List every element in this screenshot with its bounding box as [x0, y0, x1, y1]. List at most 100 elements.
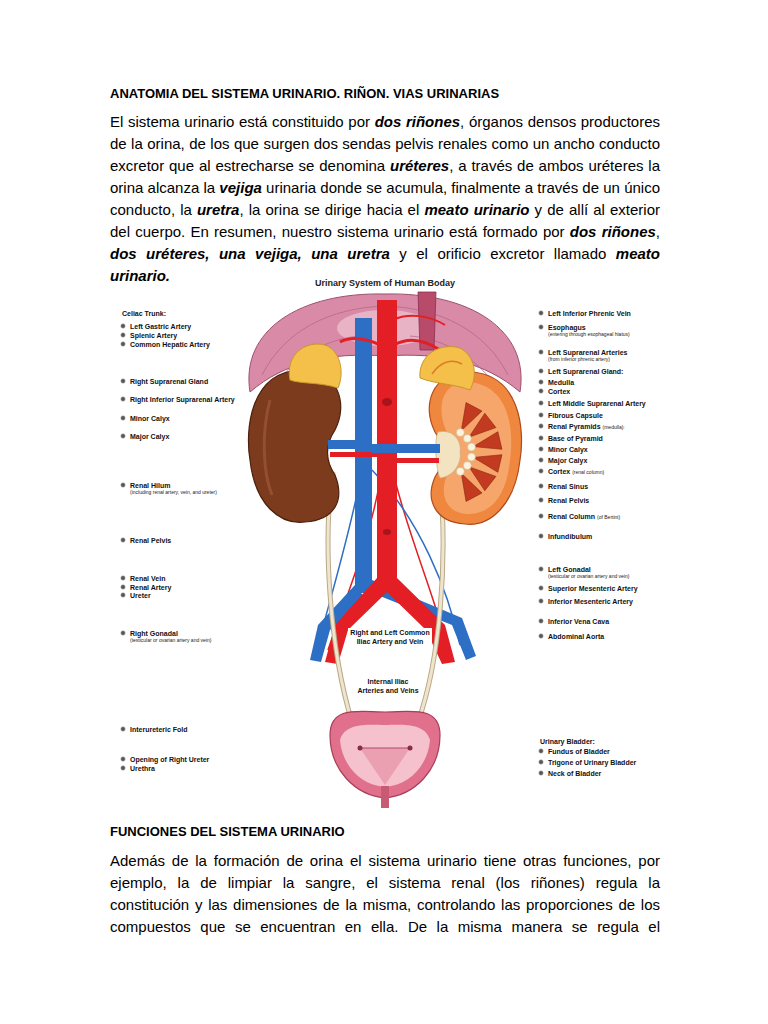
label-note: (testicular or ovarian artery and vein)	[130, 637, 211, 643]
illustration-part	[330, 711, 440, 798]
emphasis-text: dos riñones	[375, 113, 460, 130]
label-note: (from inferior phrenic artery)	[548, 356, 610, 362]
illustration-part	[248, 370, 340, 522]
label-note: (medulla):	[603, 424, 625, 430]
label-bullet	[121, 397, 125, 401]
emphasis-text: meato urinario	[424, 201, 529, 218]
part-label: Renal Vein	[130, 574, 165, 583]
label-bullet	[121, 757, 125, 761]
renal-pelvis	[436, 431, 461, 478]
label-bullet	[121, 434, 125, 438]
emphasis-text: uretra	[197, 201, 240, 218]
section-heading: FUNCIONES DEL SISTEMA URINARIO	[110, 824, 345, 840]
part-label: Trigone of Urinary Bladder	[548, 758, 636, 767]
label-bullet	[539, 458, 543, 462]
illustration-part	[340, 725, 430, 787]
illustration-part	[397, 458, 439, 463]
label-bullet	[539, 447, 543, 451]
body-text: , la orina se dirige hacia el	[239, 201, 419, 218]
label-bullet	[539, 401, 543, 405]
part-label: Inferior Vena Cava	[548, 617, 609, 626]
part-label: Common Hepatic Artery	[130, 340, 210, 349]
label-bullet	[121, 538, 125, 542]
part-label: Urethra	[130, 764, 155, 773]
part-label: Abdominal Aorta	[548, 632, 604, 641]
label-bullet	[539, 325, 543, 329]
part-label: Minor Calyx	[548, 445, 588, 454]
label-bullet	[539, 771, 543, 775]
part-label: Renal Hilum	[130, 481, 170, 490]
group-heading: Urinary Bladder:	[540, 737, 595, 746]
illustration-part	[264, 400, 272, 495]
label-bullets	[121, 311, 543, 775]
page-title: ANATOMIA DEL SISTEMA URINARIO. RIÑON. VI…	[110, 86, 499, 102]
part-label: Medulla	[548, 378, 574, 387]
minor-calyx	[456, 467, 464, 475]
illustration-part	[381, 786, 389, 808]
part-label: Fundus of Bladder	[548, 747, 610, 756]
minor-calyx	[467, 453, 475, 461]
minor-calyx	[467, 443, 475, 451]
part-label: Right Inferior Suprarenal Artery	[130, 395, 235, 404]
part-label: Minor Calyx	[130, 414, 170, 423]
illustration-part	[360, 748, 410, 785]
illustration-part	[358, 746, 363, 751]
emphasis-text: uréteres	[390, 157, 449, 174]
part-label: Interureteric Fold	[130, 725, 188, 734]
illustration-part	[360, 748, 410, 749]
label-note: (testicular or ovarian artery and vein)	[548, 573, 629, 579]
label-bullet	[539, 619, 543, 623]
part-label: Major Calyx	[130, 432, 169, 441]
part-label: Left Inferior Phrenic Vein	[548, 309, 631, 318]
part-label: Right Gonadal	[130, 629, 178, 638]
part-label: Left Gastric Artery	[130, 322, 191, 331]
body-text: ,	[656, 223, 660, 240]
label-bullet	[539, 389, 543, 393]
group-heading: Celiac Trunk:	[122, 309, 166, 318]
part-label: Inferior Mesenteric Artery	[548, 597, 633, 606]
part-label: Left Middle Suprarenal Artery	[548, 399, 646, 408]
minor-calyx	[456, 429, 464, 437]
abdominal-aorta	[377, 300, 397, 585]
part-label: Left Gonadal	[548, 565, 591, 574]
emphasis-text: dos riñones	[570, 223, 656, 240]
renal-vessels	[328, 440, 440, 463]
ureters	[328, 472, 443, 722]
body-text: y el orificio excretor llamado	[399, 245, 606, 262]
label-bullet	[121, 483, 125, 487]
part-label: Renal Pyramids	[548, 422, 601, 431]
part-label: Internal Iliac Arteries and Veins	[357, 677, 419, 695]
label-bullet	[121, 631, 125, 635]
label-bullet	[539, 567, 543, 571]
label-bullet	[539, 534, 543, 538]
part-label: Renal Sinus	[548, 482, 588, 491]
part-label: Renal Artery	[130, 583, 171, 592]
part-label: Right Suprarenal Gland	[130, 377, 208, 386]
part-label: Renal Pelvis	[548, 496, 589, 505]
label-bullet	[121, 727, 125, 731]
body-text: El sistema urinario está constituido por	[110, 113, 370, 130]
illustration-part	[330, 452, 378, 457]
label-bullet	[121, 416, 125, 420]
part-label: Left Suprarenal Arteries	[548, 348, 628, 357]
label-bullet	[539, 469, 543, 473]
right-kidney	[248, 370, 340, 522]
label-bullet	[539, 436, 543, 440]
part-label: Neck of Bladder	[548, 769, 601, 778]
urinary-bladder	[330, 711, 440, 808]
label-bullet	[539, 380, 543, 384]
illustration-part	[408, 746, 413, 751]
label-bullet	[539, 484, 543, 488]
part-label: Right and Left Common Iliac Artery and V…	[348, 628, 432, 646]
renal-pyramid	[469, 413, 496, 437]
inferior-mesenteric-origin	[383, 529, 391, 535]
illustration-part	[420, 347, 474, 390]
part-label: Renal Column	[548, 512, 595, 521]
label-note: (of Bertini)	[597, 514, 620, 520]
part-label: Base of Pyramid	[548, 434, 603, 443]
minor-calyx	[463, 462, 471, 470]
superior-mesenteric-origin	[382, 398, 392, 406]
illustration-part	[418, 480, 443, 722]
